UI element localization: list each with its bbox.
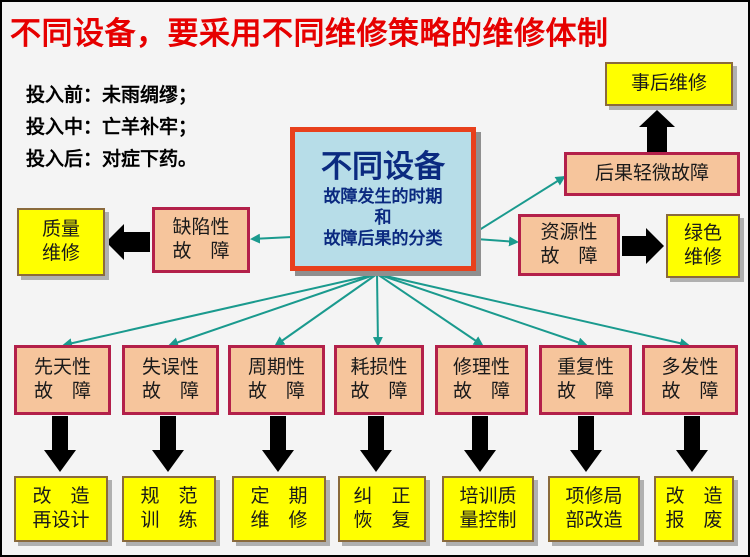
black-arrow-down-6: [570, 416, 602, 472]
arrow-center-to-fault-1: [62, 273, 378, 349]
arrow-center-to-fault-7: [376, 273, 690, 349]
black-arrow-down-2: [152, 416, 184, 472]
fault-text-1: 缺陷性: [172, 216, 230, 239]
black-arrow-left: [106, 224, 150, 260]
intro-line-1: 投入前：未雨绸缪；: [26, 84, 198, 106]
strategy-quality-maintenance: 质量 维修: [17, 208, 105, 276]
page-title: 不同设备，要采用不同维修策略的维修体制: [10, 16, 609, 52]
strategy-text-2: 恢 复: [353, 509, 411, 531]
fault-text-1: 重复性: [556, 356, 614, 379]
arrow-center-to-fault-3: [274, 273, 378, 347]
fault-repeated: 重复性故 障: [539, 345, 632, 415]
center-box: 不同设备 故障发生的时期 和 故障后果的分类: [290, 127, 476, 271]
strategy-text-1: 定 期: [250, 485, 308, 508]
strategy-green-maintenance: 绿色 维修: [666, 214, 740, 278]
black-arrow-down-4: [360, 416, 392, 472]
arrow-center-to-fault-2: [168, 273, 378, 348]
fault-defect: 缺陷性 故 障: [152, 207, 250, 273]
strategy-text-1: 绿色: [683, 222, 722, 245]
strategy-text-1: 项修局: [565, 485, 623, 508]
fault-minor-consequence: 后果轻微故障: [564, 152, 740, 196]
strategy-text-2: 再设计: [32, 509, 90, 531]
arrow-center-to-minor-fault: [475, 175, 566, 233]
black-arrow-down-7: [676, 416, 708, 472]
fault-text-1: 先天性: [33, 356, 91, 379]
fault-text-2: 故 障: [247, 380, 305, 402]
strategy-text-1: 培训质: [459, 485, 517, 508]
black-arrow-right: [622, 228, 664, 264]
black-arrow-down-5: [464, 416, 496, 472]
fault-text-2: 故 障: [452, 380, 510, 402]
fault-resource: 资源性 故 障: [518, 214, 620, 276]
center-main-text: 不同设备: [321, 148, 445, 185]
strategy-post-failure-maintenance: 事后维修: [605, 62, 733, 106]
strategy-text-2: 量控制: [459, 509, 517, 531]
fault-text-1: 资源性: [540, 221, 598, 244]
black-arrow-down-1: [44, 416, 76, 472]
strategy-redesign: 改 造再设计: [14, 476, 108, 542]
strategy-text-1: 纠 正: [353, 485, 411, 508]
arrow-center-to-fault-5: [376, 273, 484, 347]
fault-text-2: 故 障: [33, 380, 91, 402]
fault-text-1: 耗损性: [350, 356, 408, 379]
fault-text-2: 故 障: [540, 245, 598, 267]
fault-periodic: 周期性故 障: [228, 345, 325, 415]
arrow-center-to-right-fault: [475, 236, 519, 247]
fault-text-1: 多发性: [661, 356, 719, 379]
strategy-periodic-maintenance: 定 期维 修: [232, 476, 326, 542]
strategy-text-2: 报 废: [665, 509, 723, 531]
fault-text-2: 故 障: [172, 240, 230, 262]
strategy-text-2: 维修: [683, 246, 722, 268]
center-line-1: 故障发生的时期: [323, 186, 443, 207]
black-arrows-down: [44, 416, 708, 472]
black-arrow-up: [639, 110, 675, 152]
fault-text-2: 故 障: [661, 380, 719, 402]
fault-text-2: 故 障: [556, 380, 614, 402]
fault-repair: 修理性故 障: [435, 345, 528, 415]
strategy-quality-control-training: 培训质量控制: [442, 476, 534, 542]
fault-text-2: 故 障: [350, 380, 408, 402]
strategy-text-1: 改 造: [32, 485, 90, 508]
strategy-text-1: 改 造: [665, 485, 723, 508]
strategy-text-1: 质量: [41, 218, 80, 241]
arrow-center-to-fault-6: [376, 273, 588, 348]
fault-frequent: 多发性故 障: [642, 345, 738, 415]
fault-text-1: 周期性: [247, 356, 305, 379]
strategy-retrofit-scrap: 改 造报 废: [654, 476, 734, 542]
fault-error: 失误性故 障: [122, 345, 219, 415]
fault-text-1: 修理性: [452, 356, 510, 379]
arrow-center-to-left-fault: [250, 233, 293, 244]
strategy-correct-restore: 纠 正恢 复: [338, 476, 426, 542]
fault-text-1: 失误性: [141, 356, 199, 379]
strategy-text-2: 维修: [41, 242, 80, 264]
fault-text-2: 故 障: [141, 380, 199, 402]
strategy-text-2: 部改造: [565, 509, 623, 531]
black-arrow-down-3: [262, 416, 294, 472]
center-line-2: 和: [374, 207, 392, 228]
strategy-text-2: 维 修: [250, 509, 308, 531]
intro-line-3: 投入后：对症下药。: [26, 148, 198, 170]
arrow-center-to-fault-4: [372, 273, 383, 347]
strategy-standard-training: 规 范训 练: [122, 476, 216, 542]
fault-congenital: 先天性故 障: [14, 345, 111, 415]
strategy-text-1: 规 范: [140, 485, 198, 508]
strategy-text-2: 训 练: [140, 509, 198, 531]
fault-wear: 耗损性故 障: [334, 345, 424, 415]
intro-line-2: 投入中：亡羊补牢；: [26, 116, 198, 138]
center-line-3: 故障后果的分类: [323, 229, 443, 249]
strategy-partial-renovation: 项修局部改造: [548, 476, 640, 542]
